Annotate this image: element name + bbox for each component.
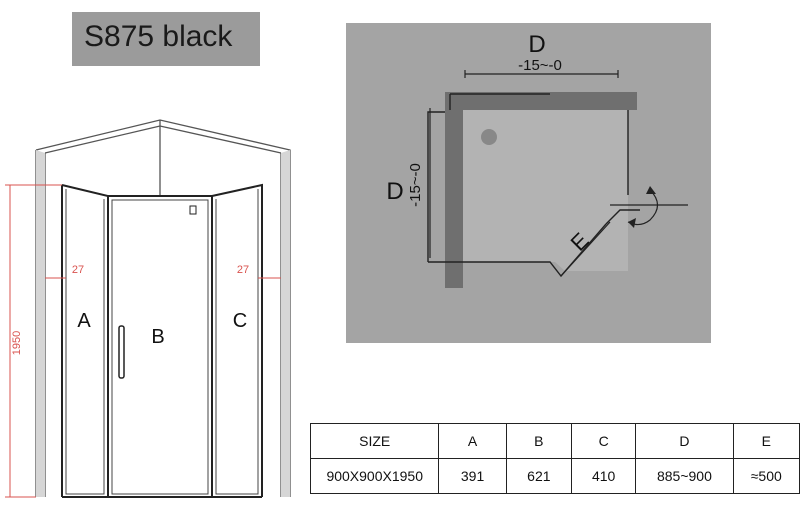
- spec-table: SIZE A B C D E 900X900X1950 391 621 410 …: [309, 423, 800, 494]
- panel-a-label: A: [77, 310, 91, 332]
- side-wall-bar: [445, 92, 463, 288]
- gap-right-label: 27: [237, 264, 249, 276]
- height-label: 1950: [11, 331, 23, 355]
- cell-size: 900X900X1950: [309, 458, 440, 494]
- plan-outline: [427, 93, 640, 278]
- cell-d: 885~900: [635, 458, 734, 494]
- panel-c-label: C: [233, 310, 247, 332]
- right-wall-shade: [281, 150, 290, 497]
- dim-d-top-label: D: [528, 31, 545, 58]
- gap-left-label: 27: [72, 264, 84, 276]
- arrow-head-icon: [646, 186, 656, 194]
- product-title: S875 black: [84, 20, 233, 53]
- dim-d-left-label: D: [386, 178, 403, 205]
- enclosure-frame: [61, 183, 263, 498]
- back-wall-bar: [445, 92, 637, 110]
- shower-tray: [462, 110, 628, 271]
- header-e: E: [732, 423, 800, 459]
- arrow-head-2-icon: [628, 218, 636, 228]
- drain-icon: [481, 129, 497, 145]
- panel-inner-lines: [65, 189, 259, 495]
- table-header-row: SIZE A B C D E: [309, 423, 800, 459]
- door-handle: [118, 325, 125, 379]
- hinge: [189, 205, 197, 215]
- dimension-lines: [429, 70, 688, 277]
- cell-e: ≈500: [732, 458, 800, 494]
- panel-b-label: B: [151, 326, 164, 348]
- tol-top-label: -15~-0: [518, 57, 562, 74]
- cell-b: 621: [505, 458, 572, 494]
- header-b: B: [505, 423, 572, 459]
- header-d: D: [635, 423, 734, 459]
- cell-c: 410: [570, 458, 637, 494]
- table-row: 900X900X1950 391 621 410 885~900 ≈500: [309, 458, 800, 494]
- left-wall-shade: [36, 150, 45, 497]
- tol-left-label: -15~-0: [407, 163, 424, 207]
- header-size: SIZE: [309, 423, 440, 459]
- height-dimension: [5, 184, 281, 498]
- title-box: S875 black: [72, 12, 260, 66]
- header-a: A: [438, 423, 507, 459]
- cell-a: 391: [438, 458, 507, 494]
- door-swing-arrow: [627, 189, 659, 226]
- header-c: C: [570, 423, 637, 459]
